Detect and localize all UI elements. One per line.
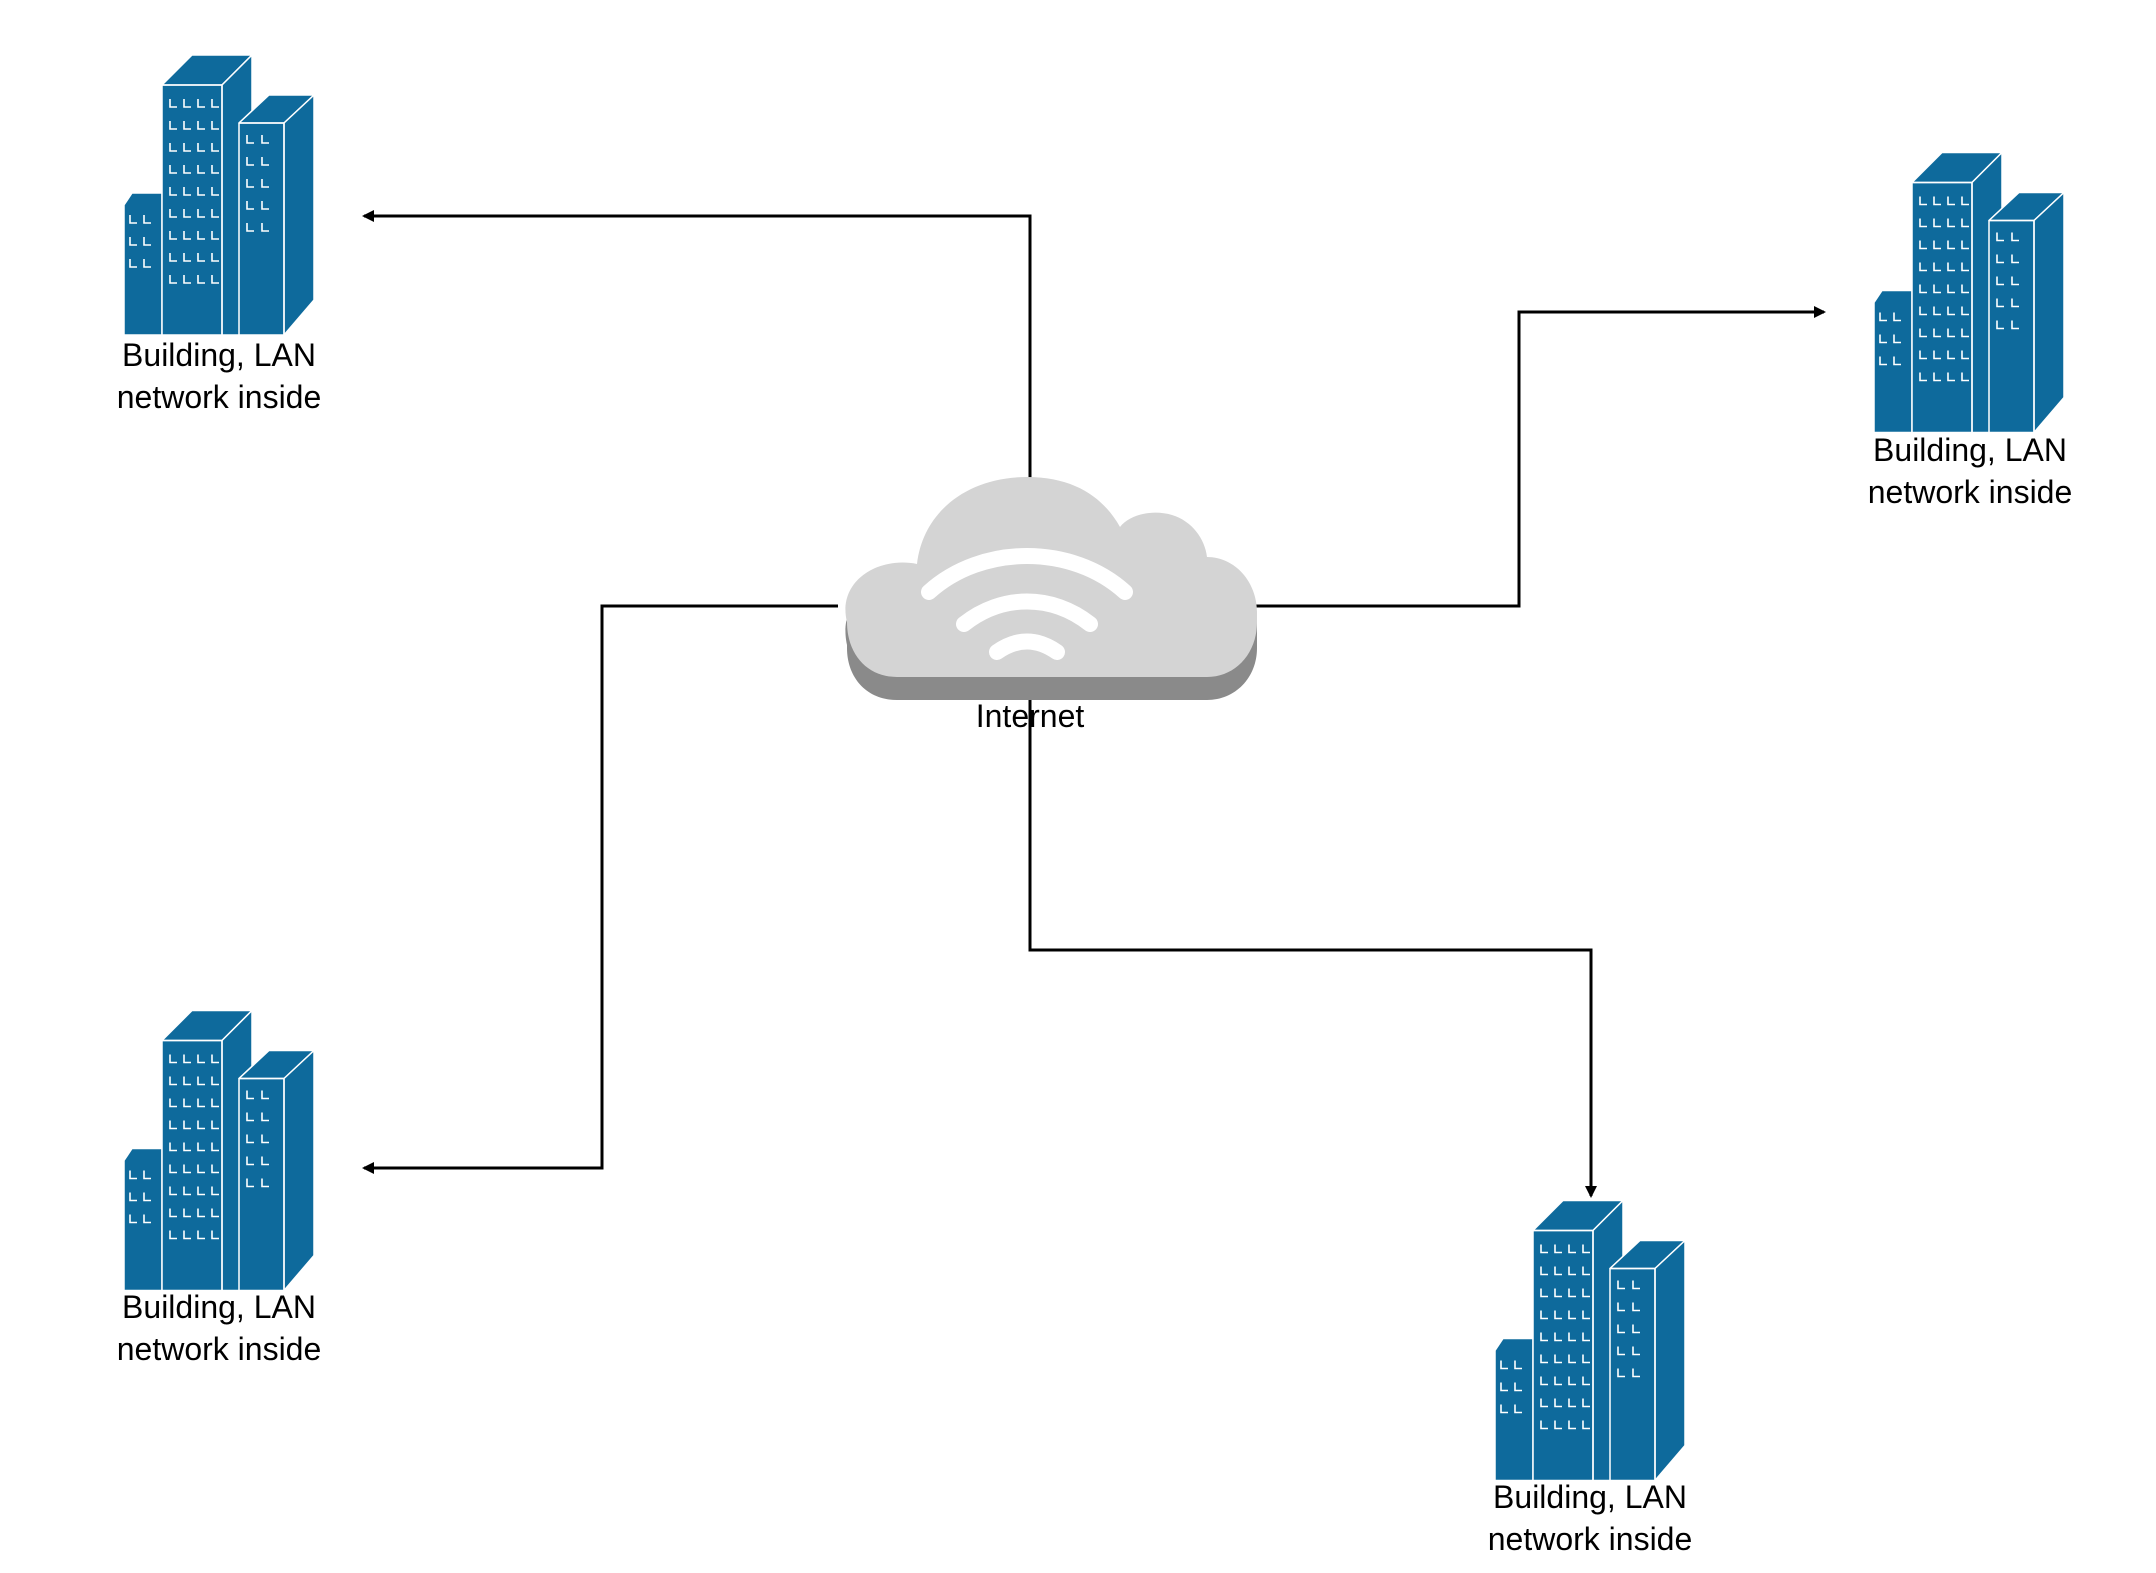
building-label-line1: Building, LAN — [1493, 1479, 1687, 1515]
building-label-line2: network inside — [1488, 1521, 1693, 1557]
building-label-line1: Building, LAN — [122, 1289, 316, 1325]
connector-to-top-right — [1215, 306, 1826, 608]
connector-to-top-left — [362, 210, 1032, 480]
building-label-line2: network inside — [117, 379, 322, 415]
office-building-icon — [124, 1009, 314, 1292]
connector-to-bottom-left — [362, 604, 838, 1174]
connector-to-bottom-right — [1028, 700, 1597, 1198]
connectors — [362, 210, 1826, 1198]
building-label-line2: network inside — [117, 1331, 322, 1367]
building-bottom-right[interactable]: Building, LAN network inside — [1488, 1199, 1693, 1558]
wifi-cloud-icon — [845, 477, 1257, 700]
office-building-icon — [124, 55, 314, 335]
internet-label: Internet — [976, 698, 1085, 734]
building-label-line1: Building, LAN — [122, 337, 316, 373]
building-label-line2: network inside — [1868, 474, 2073, 510]
internet-cloud[interactable]: Internet — [845, 477, 1257, 734]
office-building-icon — [1495, 1199, 1685, 1482]
building-label-line1: Building, LAN — [1873, 432, 2067, 468]
building-top-left[interactable]: Building, LAN network inside — [117, 55, 322, 415]
office-building-icon — [1874, 151, 2064, 434]
building-bottom-left[interactable]: Building, LAN network inside — [117, 1009, 322, 1368]
building-top-right[interactable]: Building, LAN network inside — [1868, 151, 2073, 511]
